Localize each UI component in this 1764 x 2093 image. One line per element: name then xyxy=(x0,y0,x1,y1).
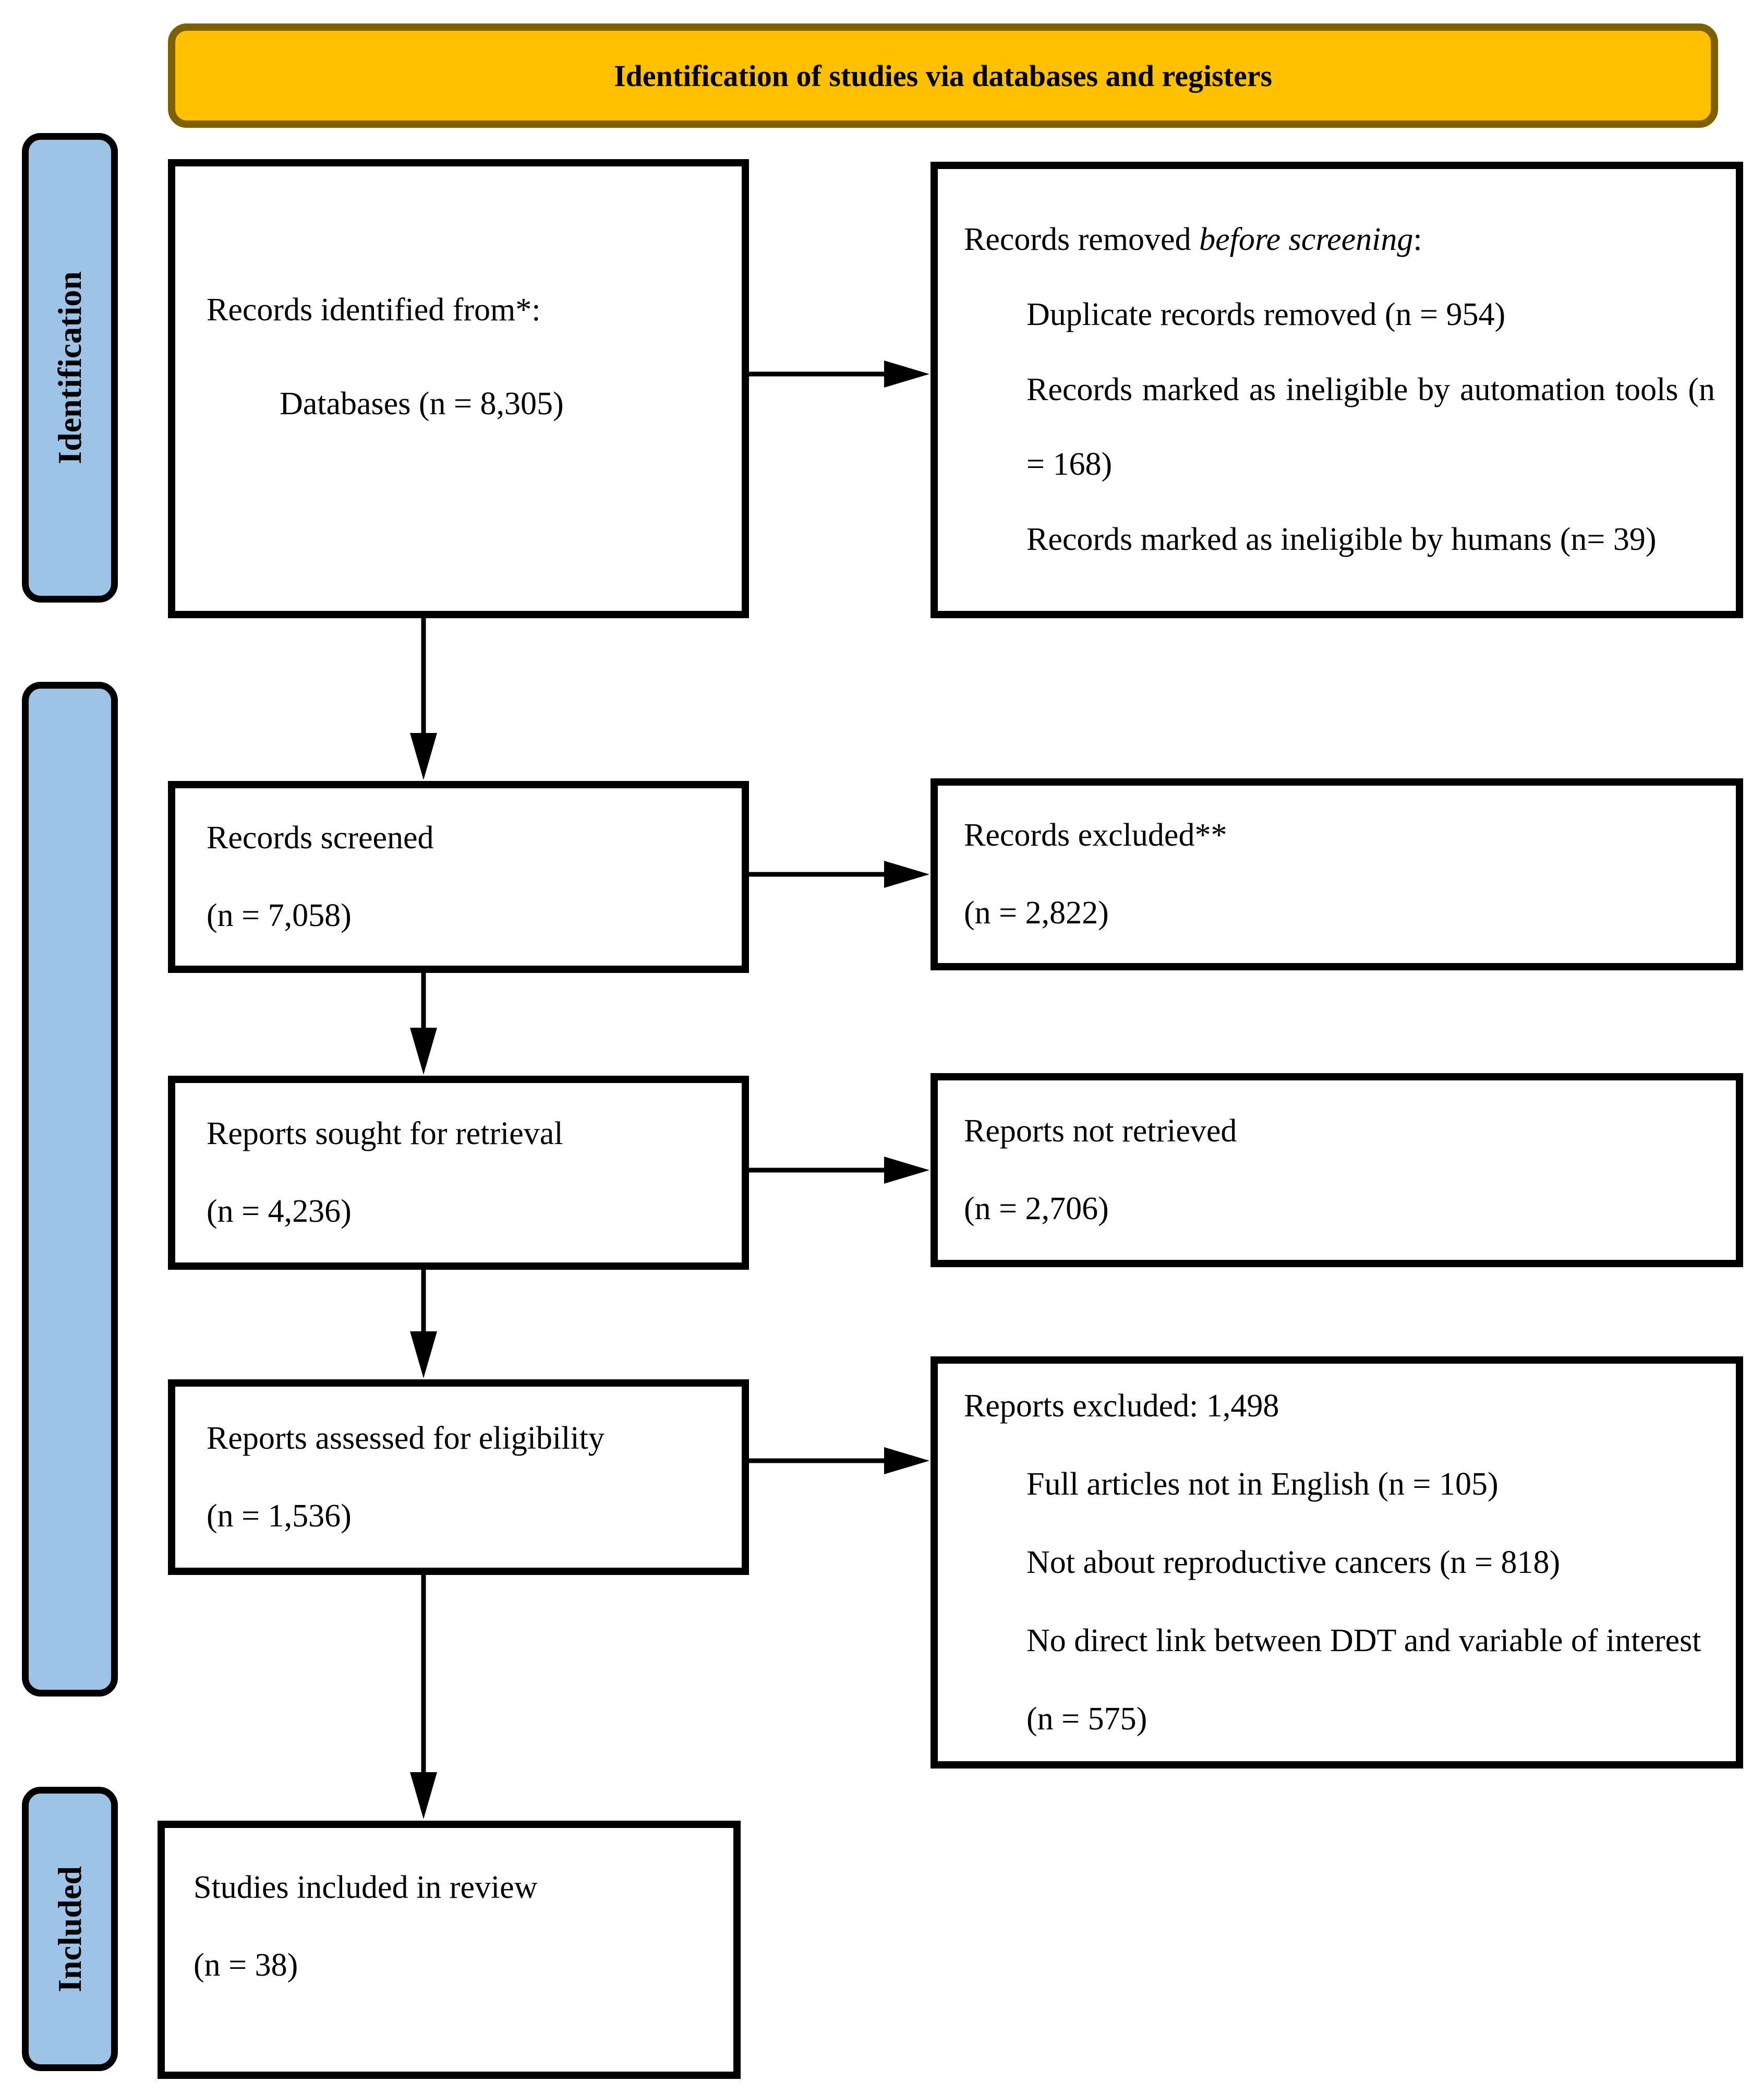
stage-label-included: Included xyxy=(51,1866,88,1992)
records-removed-item-duplicates: Duplicate records removed (n = 954) xyxy=(1026,296,1506,332)
reports-excluded-item-english: Full articles not in English (n = 105) xyxy=(1026,1466,1499,1502)
arrow-assessed-to-reports-excluded xyxy=(749,1447,929,1474)
records-removed-title: Records removed before screening: xyxy=(964,202,1715,278)
records-excluded-line1: Records excluded** xyxy=(964,817,1227,853)
stage-bar-included: Included xyxy=(22,1787,118,2071)
reports-assessed-line1: Reports assessed for eligibility xyxy=(207,1420,605,1456)
arrow-screened-to-excluded xyxy=(749,861,929,888)
records-removed-item-automation: Records marked as ineligible by automati… xyxy=(1026,371,1715,483)
records-excluded-line2: (n = 2,822) xyxy=(964,895,1109,931)
reports-not-retrieved-line2: (n = 2,706) xyxy=(964,1191,1109,1226)
arrow-sought-to-assessed xyxy=(410,1270,437,1378)
box-reports-assessed-for-eligibility: Reports assessed for eligibility (n = 1,… xyxy=(168,1379,749,1575)
records-removed-title-italic: before screening xyxy=(1199,221,1413,257)
arrow-identified-to-removed xyxy=(749,360,929,388)
reports-excluded-item-no-direct-link: No direct link between DDT and variable … xyxy=(1026,1623,1701,1737)
records-removed-item-humans: Records marked as ineligible by humans (… xyxy=(1026,522,1657,558)
arrow-assessed-to-included xyxy=(410,1575,437,1819)
box-records-identified: Records identified from*: Databases (n =… xyxy=(168,159,749,618)
box-reports-not-retrieved: Reports not retrieved (n = 2,706) xyxy=(931,1073,1743,1267)
box-reports-excluded: Reports excluded: 1,498 Full articles no… xyxy=(931,1356,1743,1769)
records-identified-line1: Records identified from*: xyxy=(207,292,541,328)
stage-label-identification: Identification xyxy=(51,271,88,464)
reports-excluded-title: Reports excluded: 1,498 xyxy=(964,1388,1279,1424)
records-screened-line1: Records screened xyxy=(207,820,434,856)
reports-excluded-item-not-reproductive: Not about reproductive cancers (n = 818) xyxy=(1026,1544,1561,1580)
records-removed-title-prefix: Records removed xyxy=(964,221,1200,257)
reports-sought-line1: Reports sought for retrieval xyxy=(207,1116,563,1152)
arrow-sought-to-not-retrieved xyxy=(749,1157,929,1184)
reports-sought-line2: (n = 4,236) xyxy=(207,1194,352,1229)
reports-assessed-line2: (n = 1,536) xyxy=(207,1498,352,1534)
records-screened-line2: (n = 7,058) xyxy=(207,898,352,933)
studies-included-line1: Studies included in review xyxy=(194,1869,538,1905)
banner-title: Identification of studies via databases … xyxy=(613,58,1273,93)
arrow-identified-to-screened xyxy=(410,617,437,780)
arrow-screened-to-sought xyxy=(410,973,437,1075)
records-removed-title-suffix: : xyxy=(1413,221,1422,257)
box-reports-sought-for-retrieval: Reports sought for retrieval (n = 4,236) xyxy=(168,1076,749,1270)
records-identified-line2: Databases (n = 8,305) xyxy=(280,386,564,422)
box-records-screened: Records screened (n = 7,058) xyxy=(168,781,749,973)
stage-bar-identification: Identification xyxy=(22,133,118,603)
reports-not-retrieved-line1: Reports not retrieved xyxy=(964,1113,1237,1149)
box-studies-included-in-review: Studies included in review (n = 38) xyxy=(158,1821,741,2079)
studies-included-line2: (n = 38) xyxy=(194,1947,298,1983)
banner: Identification of studies via databases … xyxy=(168,23,1718,128)
box-records-removed-before-screening: Records removed before screening: Duplic… xyxy=(931,162,1743,618)
stage-bar-screening xyxy=(22,682,118,1697)
box-records-excluded: Records excluded** (n = 2,822) xyxy=(931,778,1743,970)
